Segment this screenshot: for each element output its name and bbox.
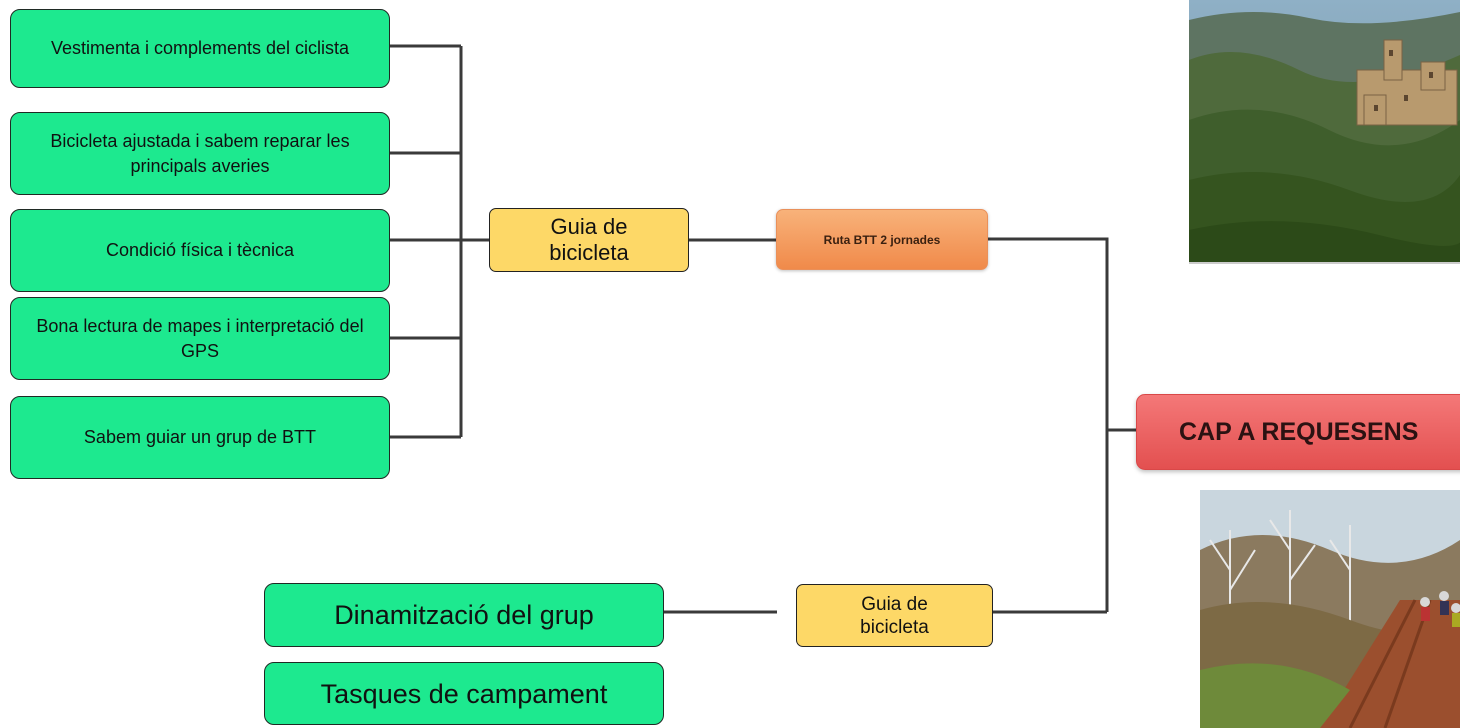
skill-node-5[interactable]: Sabem guiar un grup de BTT [10,396,390,479]
guide-node-top[interactable]: Guia de bicicleta [489,208,689,272]
skill-node-3[interactable]: Condició física i tècnica [10,209,390,292]
skill-node-4[interactable]: Bona lectura de mapes i interpretació de… [10,297,390,380]
guide-node-bottom[interactable]: Guia de bicicleta [796,584,993,647]
skill-node-2-label: Bicicleta ajustada i sabem reparar les p… [50,130,350,176]
skill-node-1[interactable]: Vestimenta i complements del ciclista [10,9,390,88]
guide-node-bottom-label: Guia de bicicleta [860,593,929,638]
skill-node-bottom-1[interactable]: Dinamització del grup [264,583,664,647]
skill-node-bottom-1-label: Dinamització del grup [334,600,594,630]
main-topic-node[interactable]: CAP A REQUESENS [1136,394,1460,470]
castle-landscape-illustration [1189,0,1460,264]
castle-landscape-image [1189,0,1460,264]
skill-node-4-label: Bona lectura de mapes i interpretació de… [36,315,364,361]
main-topic-label: CAP A REQUESENS [1179,417,1419,446]
cyclists-trail-image [1200,490,1460,728]
skill-node-bottom-2-label: Tasques de campament [320,678,608,709]
cyclists-trail-illustration [1200,490,1460,728]
skill-node-bottom-2[interactable]: Tasques de campament [264,662,664,725]
skill-node-3-label: Condició física i tècnica [105,240,295,260]
skill-node-1-label: Vestimenta i complements del ciclista [50,38,350,58]
skill-node-5-label: Sabem guiar un grup de BTT [83,427,317,447]
route-node-label: Ruta BTT 2 jornades [823,232,941,247]
route-node[interactable]: Ruta BTT 2 jornades [776,209,988,270]
guide-node-top-label: Guia de bicicleta [549,214,629,265]
connector-route-to-main [988,237,1109,612]
skill-node-2[interactable]: Bicicleta ajustada i sabem reparar les p… [10,112,390,195]
